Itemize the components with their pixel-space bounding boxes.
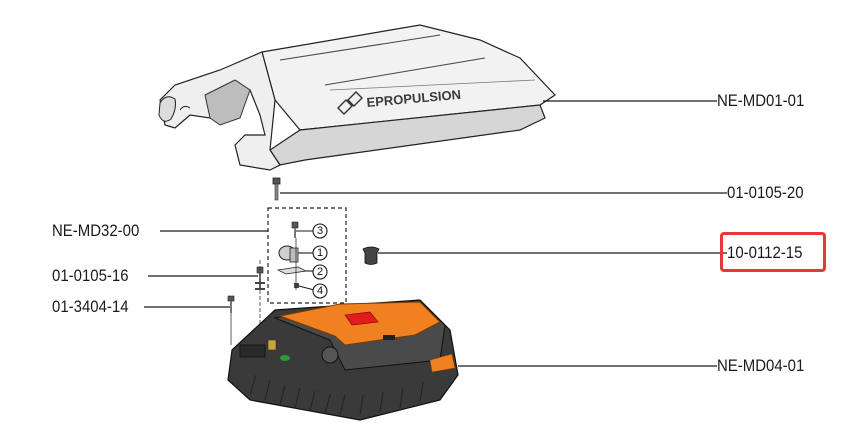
- screw-01-0105-16: [255, 260, 265, 330]
- subassembly-number-1: 1: [316, 247, 324, 259]
- controller-housing-part: [227, 299, 459, 421]
- part-label-10-0112-15[interactable]: 10-0112-15: [727, 243, 803, 262]
- top-cover-part: EPROPULSION: [158, 24, 556, 171]
- subassembly-number-4: 4: [316, 285, 324, 297]
- subassembly-number-circles: [312, 223, 328, 299]
- part-label-01-3404-14[interactable]: 01-3404-14: [52, 297, 129, 316]
- part-label-01-0105-16[interactable]: 01-0105-16: [52, 266, 129, 285]
- subassembly-dashed-box: [267, 207, 347, 304]
- part-label-ne-md04-01[interactable]: NE-MD04-01: [717, 356, 805, 375]
- epropulsion-logo: [337, 91, 363, 115]
- part-label-ne-md32-00[interactable]: NE-MD32-00: [52, 221, 140, 240]
- part-label-ne-md01-01[interactable]: NE-MD01-01: [717, 91, 805, 110]
- highlight-box: [720, 232, 826, 272]
- screw-01-0105-20: [272, 177, 281, 201]
- screw-01-3404-14: [227, 295, 235, 345]
- part-label-01-0105-20[interactable]: 01-0105-20: [727, 183, 804, 202]
- subassembly-parts: [276, 221, 315, 291]
- plug-10-0112-15: [362, 246, 380, 265]
- subassembly-number-2: 2: [316, 266, 324, 278]
- subassembly-number-3: 3: [316, 225, 324, 237]
